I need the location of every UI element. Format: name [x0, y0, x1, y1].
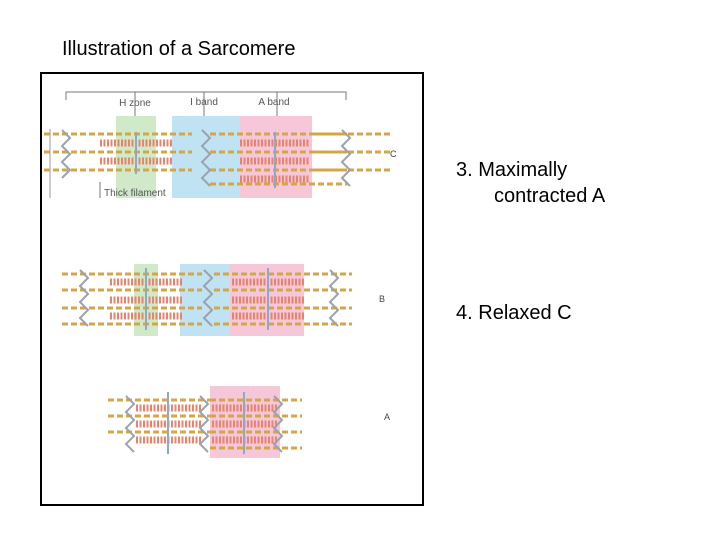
panel-b: B	[62, 264, 385, 336]
note-number: 3.	[456, 159, 473, 181]
sarcomere-figure: H zone I band A band	[40, 72, 424, 506]
thin-filaments	[44, 132, 392, 186]
note-line-1: Maximally	[478, 159, 568, 181]
thin-filaments	[108, 398, 302, 450]
z-discs	[60, 129, 352, 187]
slide-title: Illustration of a Sarcomere	[62, 38, 296, 60]
note-maximally-contracted: 3. Maximally contracted A	[456, 157, 605, 209]
note-text: Relaxed C	[478, 302, 572, 324]
i-band-label: I band	[190, 97, 218, 108]
a-band-label: A band	[258, 97, 289, 108]
panel-c-label: C	[390, 149, 397, 159]
z-discs	[78, 269, 340, 327]
note-number: 4.	[456, 302, 473, 324]
panel-a: A	[108, 386, 390, 458]
z-discs	[124, 395, 284, 453]
panel-a-label: A	[384, 412, 390, 422]
note-line-2: contracted A	[494, 185, 606, 207]
panel-b-label: B	[379, 294, 385, 304]
h-zone-label: H zone	[119, 98, 151, 109]
thick-filament-label: Thick filament	[104, 188, 166, 199]
sarcomere-diagram: H zone I band A band	[44, 91, 397, 458]
note-relaxed: 4. Relaxed C	[456, 300, 572, 326]
panel-c: H zone I band A band	[44, 91, 397, 199]
